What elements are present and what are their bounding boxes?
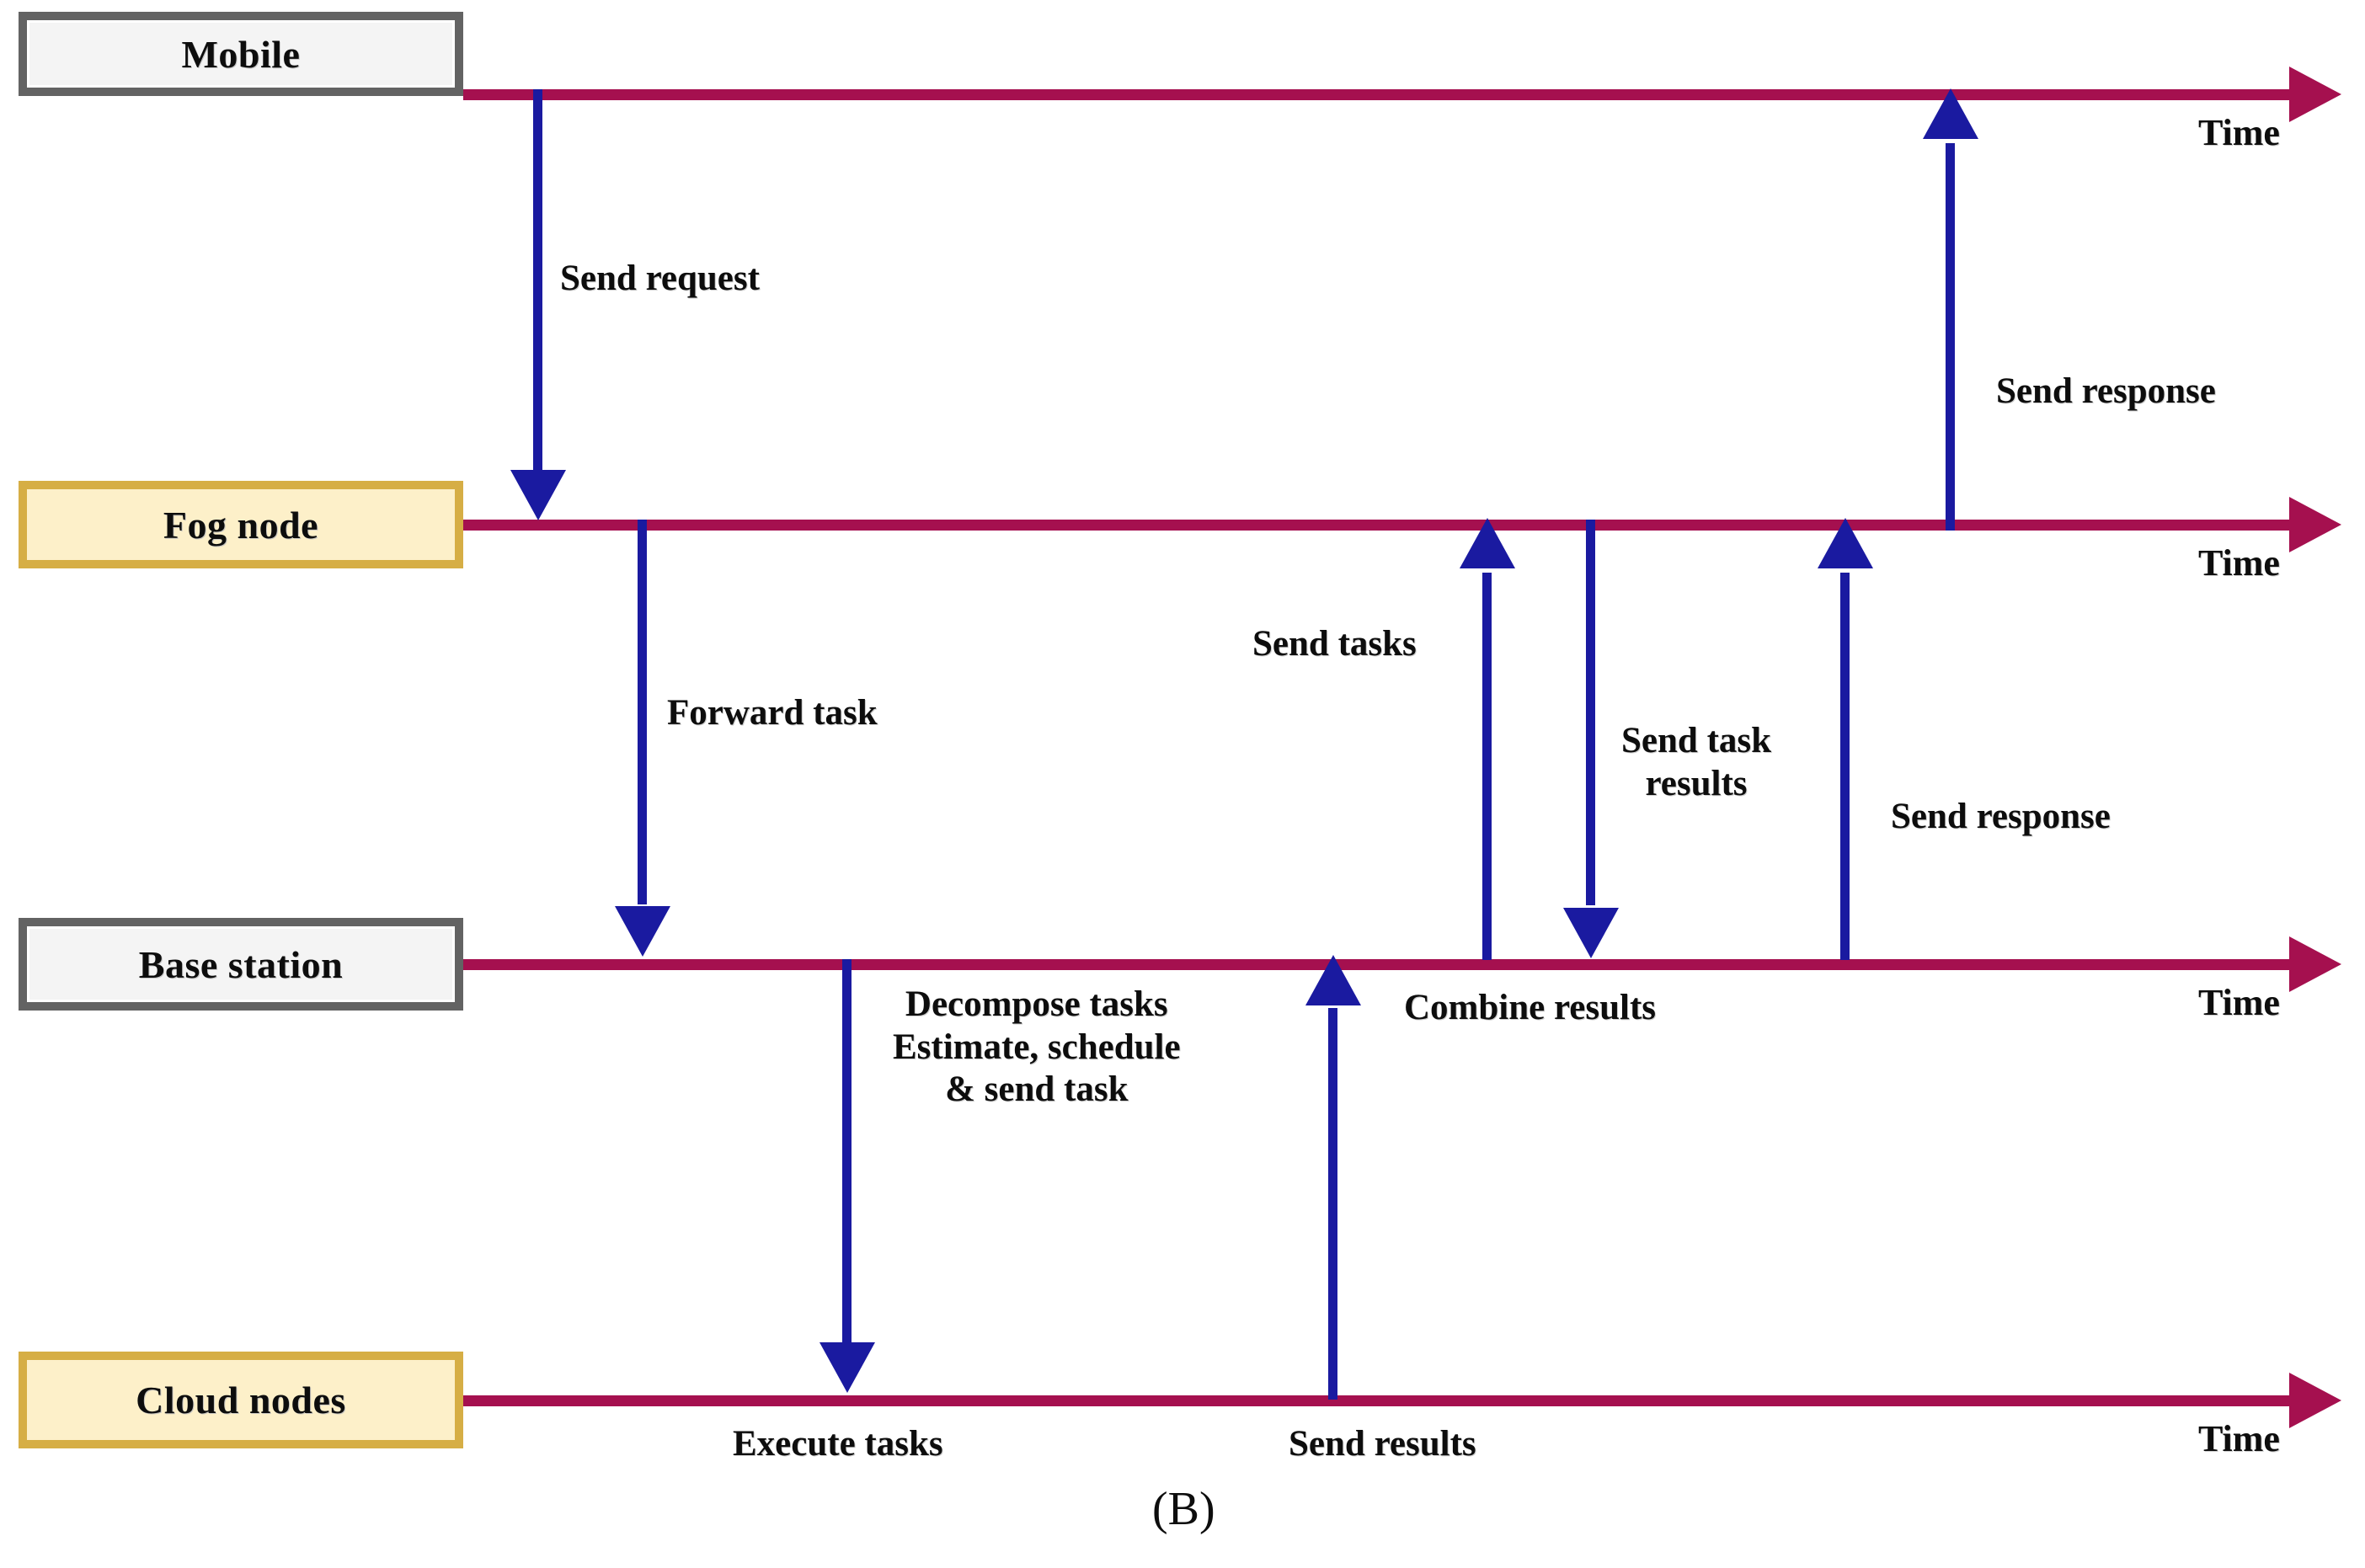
message-line-send-request bbox=[533, 89, 542, 472]
message-label-send-tasks: Send tasks bbox=[1252, 624, 1417, 664]
note-label-execute-tasks: Execute tasks bbox=[733, 1424, 943, 1464]
actor-label-mobile: Mobile bbox=[181, 32, 301, 76]
message-label-decompose-tasks: Decompose tasks Estimate, schedule & sen… bbox=[893, 984, 1181, 1110]
message-arrowhead-send-task-results bbox=[1563, 908, 1619, 958]
message-arrowhead-forward-task bbox=[615, 906, 670, 957]
actor-box-fog-node: Fog node bbox=[19, 481, 463, 568]
message-label-send-task-results: Send task results bbox=[1621, 721, 1772, 803]
message-line-send-response-fog-mobile bbox=[1946, 143, 1955, 531]
lifeline-cloud-nodes bbox=[463, 1395, 2293, 1406]
lifeline-mobile bbox=[463, 89, 2293, 100]
actor-box-mobile: Mobile bbox=[19, 12, 463, 96]
message-line-send-results bbox=[1328, 1008, 1337, 1400]
message-line-decompose-tasks bbox=[842, 959, 852, 1342]
lifeline-arrowhead-mobile bbox=[2289, 67, 2341, 122]
actor-box-base-station: Base station bbox=[19, 918, 463, 1011]
message-line-send-tasks bbox=[1482, 573, 1492, 960]
message-line-send-task-results bbox=[1586, 520, 1595, 905]
message-label-send-response-fog-mobile: Send response bbox=[1996, 371, 2216, 411]
message-arrowhead-send-response-bs-fog bbox=[1818, 518, 1873, 568]
message-label-forward-task: Forward task bbox=[667, 693, 878, 733]
actor-label-base-station: Base station bbox=[138, 942, 344, 986]
actor-label-cloud-nodes: Cloud nodes bbox=[136, 1379, 346, 1421]
message-arrowhead-send-request bbox=[510, 470, 566, 520]
figure-caption: (B) bbox=[1152, 1483, 1215, 1535]
message-line-send-response-bs-fog bbox=[1840, 573, 1850, 960]
message-arrowhead-send-results bbox=[1305, 955, 1361, 1005]
actor-box-cloud-nodes: Cloud nodes bbox=[19, 1352, 463, 1448]
lifeline-arrowhead-cloud-nodes bbox=[2289, 1373, 2341, 1428]
message-arrowhead-send-tasks bbox=[1460, 518, 1515, 568]
time-label-cloud-nodes: Time bbox=[2198, 1418, 2280, 1459]
time-label-mobile: Time bbox=[2198, 112, 2280, 153]
message-arrowhead-send-response-fog-mobile bbox=[1923, 88, 1978, 139]
note-label-combine-results: Combine results bbox=[1404, 988, 1657, 1027]
lifeline-arrowhead-fog-node bbox=[2289, 497, 2341, 552]
lifeline-base-station bbox=[463, 959, 2293, 970]
message-label-send-results: Send results bbox=[1289, 1424, 1476, 1464]
time-label-base-station: Time bbox=[2198, 982, 2280, 1023]
lifeline-fog-node bbox=[463, 520, 2293, 531]
message-arrowhead-decompose-tasks bbox=[819, 1342, 875, 1393]
lifeline-arrowhead-base-station bbox=[2289, 936, 2341, 992]
message-label-send-response-bs-fog: Send response bbox=[1891, 797, 2111, 836]
actor-label-fog-node: Fog node bbox=[163, 503, 319, 547]
message-line-forward-task bbox=[638, 520, 647, 904]
time-label-fog-node: Time bbox=[2198, 542, 2280, 584]
message-label-send-request: Send request bbox=[560, 259, 760, 298]
